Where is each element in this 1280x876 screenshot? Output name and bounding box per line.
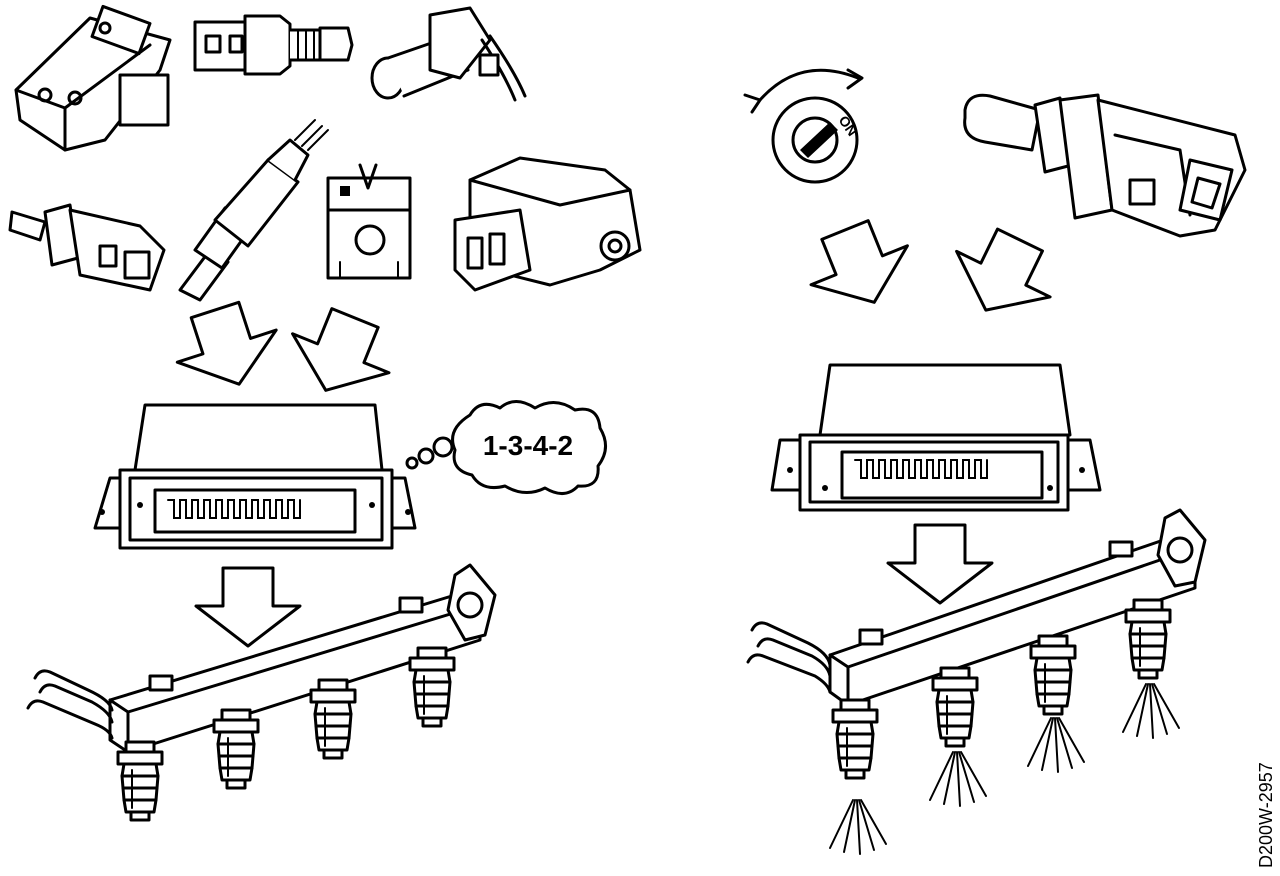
distributor-marker-icon	[326, 163, 412, 280]
spray-right-4	[1122, 683, 1180, 739]
coolant-temp-sensor-large-icon	[963, 93, 1247, 238]
crank-sensor-icon	[370, 6, 527, 102]
firing-order-text: 1-3-4-2	[483, 430, 573, 461]
injector-left-4	[408, 646, 456, 728]
spray-right-2	[929, 751, 987, 807]
fuel-rail-right	[746, 508, 1207, 707]
spray-right-1	[829, 799, 887, 855]
injector-left-3	[309, 678, 357, 760]
throttle-position-sensor-icon	[453, 156, 642, 292]
arrow-to-ecu-left-1	[164, 292, 291, 402]
coolant-temp-sensor-small-icon	[8, 203, 166, 292]
left-panel: 1-3-4-2	[8, 4, 642, 822]
injector-right-4	[1124, 598, 1172, 680]
injector-right-1	[831, 698, 879, 780]
right-panel: ON	[743, 68, 1247, 855]
firing-order-bubble: 1-3-4-2	[405, 400, 607, 495]
ecu-right	[770, 363, 1102, 512]
fuel-rail-left	[26, 563, 497, 754]
arrow-to-ecu-right-1	[795, 209, 924, 324]
arrow-to-rail-right	[886, 523, 994, 605]
arrow-to-rail-left	[194, 566, 302, 648]
arrow-to-ecu-left-2	[276, 297, 405, 412]
ecu-left	[93, 403, 417, 550]
injector-left-1	[116, 740, 164, 822]
injector-right-3	[1029, 634, 1077, 716]
arrow-to-ecu-right-2	[937, 215, 1069, 335]
oxygen-sensor-icon	[178, 119, 329, 302]
map-sensor-icon	[14, 4, 172, 152]
injector-left-2	[212, 708, 260, 790]
injector-right-2	[931, 666, 979, 748]
drawing-code-label: D200W-2957	[1256, 762, 1276, 868]
spray-right-3	[1027, 717, 1085, 773]
ignition-switch-icon: ON	[743, 68, 864, 184]
temperature-switch-icon	[193, 14, 354, 76]
